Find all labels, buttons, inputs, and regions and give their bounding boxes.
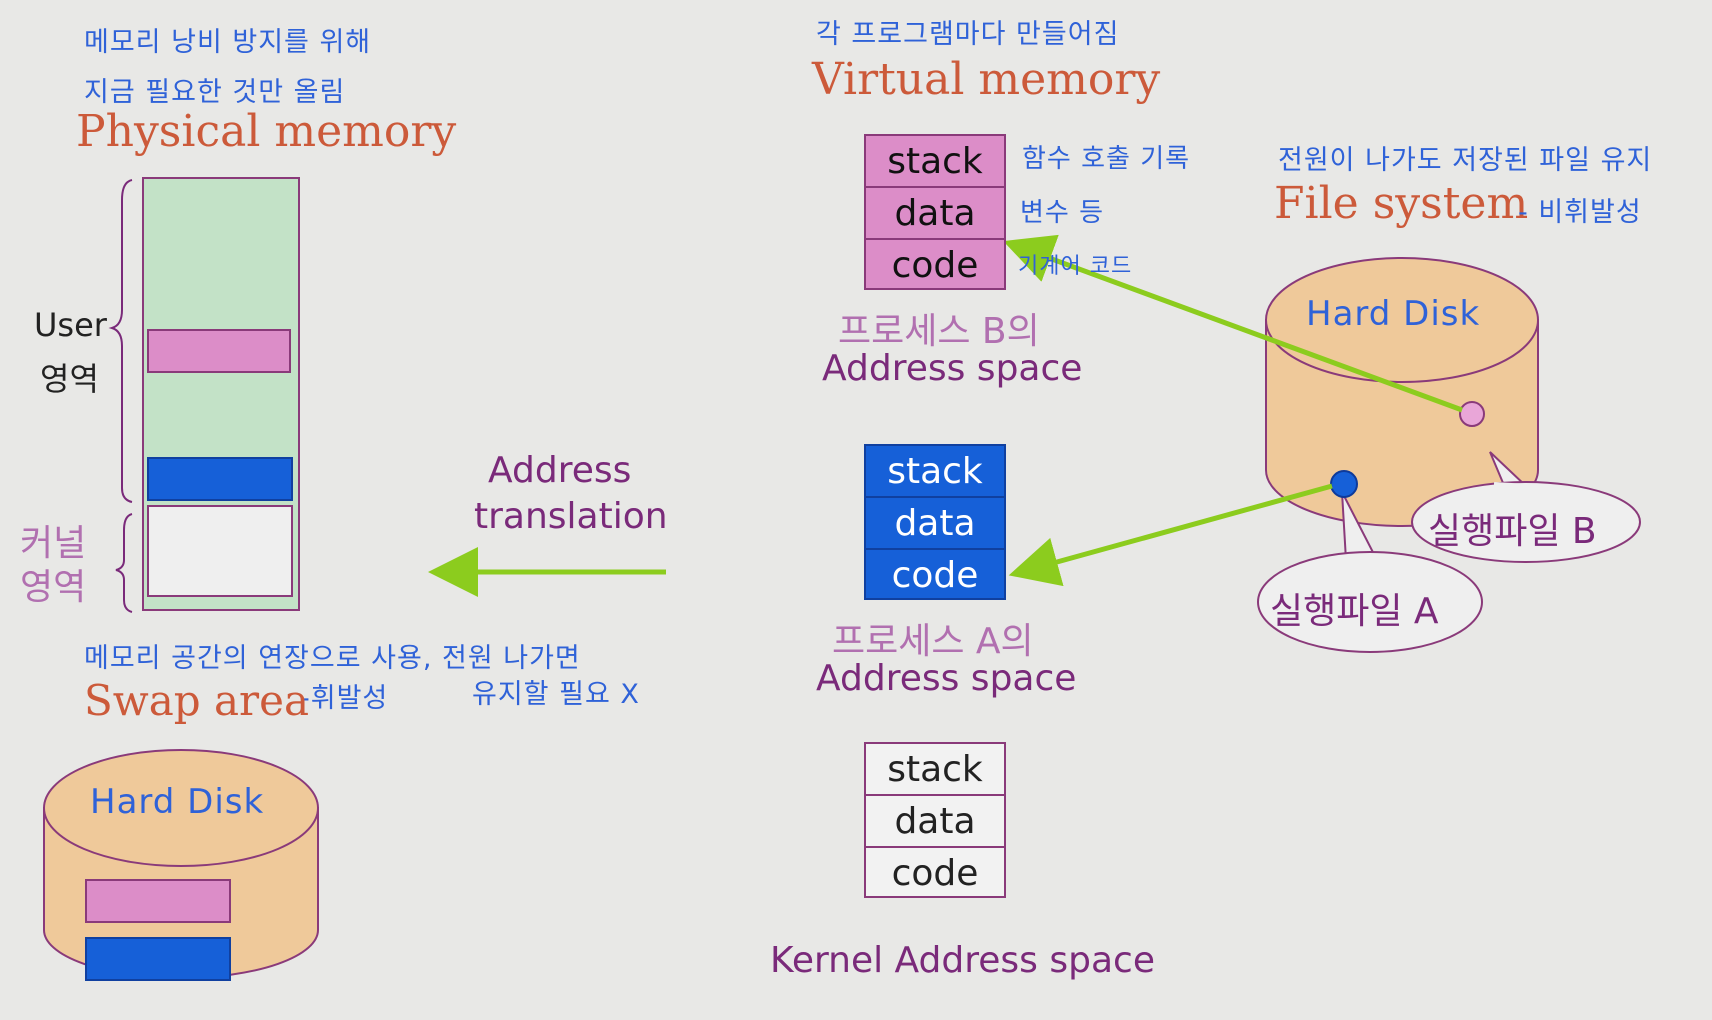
process-a-code: code	[891, 555, 979, 596]
kernel-address-space: stack data code	[864, 742, 1006, 898]
user-area-label-line1: User	[34, 306, 107, 344]
physical-memory-title: Physical memory	[76, 106, 457, 157]
kernel-data: data	[866, 796, 1004, 848]
exec-b-dot	[1459, 401, 1485, 427]
process-a-stack: stack	[866, 446, 1004, 498]
physical-note-line1: 메모리 낭비 방지를 위해	[84, 27, 372, 58]
kernel-code: code	[891, 853, 979, 894]
process-b-label-line2: Address space	[822, 348, 1083, 389]
arrow-exec-a-to-process-a	[1008, 483, 1333, 587]
process-b-code-note: 기계어 코드	[1018, 254, 1133, 279]
kernel-brace	[115, 513, 133, 613]
process-a-address-space: stack data code	[864, 444, 1006, 600]
physical-pink-block	[147, 329, 291, 373]
kernel-address-space-label: Kernel Address space	[770, 940, 1155, 981]
virtual-note: 각 프로그램마다 만들어짐	[816, 19, 1120, 50]
kernel-stack: stack	[866, 744, 1004, 796]
kernel-block	[147, 505, 293, 597]
filesystem-disk-label: Hard Disk	[1306, 294, 1481, 334]
exec-b-callout	[1411, 451, 1641, 563]
swap-pink-block	[85, 879, 231, 923]
user-brace	[108, 179, 133, 503]
process-b-data-note: 변수 등	[1020, 198, 1105, 228]
virtual-memory-title: Virtual memory	[812, 54, 1161, 105]
filesystem-title-suffix: - 비휘발성	[1518, 197, 1642, 228]
exec-a-label: 실행파일 A	[1270, 591, 1439, 632]
user-area-label-line2: 영역	[40, 360, 99, 398]
swap-note-line2b: 유지할 필요 X	[472, 679, 640, 710]
filesystem-note: 전원이 나가도 저장된 파일 유지	[1278, 145, 1653, 176]
address-translation-line2: translation	[474, 496, 668, 537]
process-a-label-line2: Address space	[816, 658, 1077, 699]
swap-blue-block	[85, 937, 231, 981]
swap-note-line2a: -휘발성	[300, 683, 389, 714]
process-b-data: data	[866, 188, 1004, 240]
swap-disk-label: Hard Disk	[90, 782, 265, 822]
exec-b-label: 실행파일 B	[1428, 511, 1597, 552]
swap-note-line1: 메모리 공간의 연장으로 사용, 전원 나가면	[84, 643, 581, 674]
filesystem-title: File system	[1274, 178, 1529, 229]
kernel-area-label-line1: 커널	[20, 523, 87, 564]
address-translation-line1: Address	[488, 450, 632, 491]
process-b-stack-note: 함수 호출 기록	[1022, 144, 1191, 174]
arrow-exec-b-to-process-b	[1003, 234, 1463, 413]
process-b-code: code	[891, 245, 979, 286]
process-a-data: data	[866, 498, 1004, 550]
process-b-label-line1: 프로세스 B의	[838, 311, 1040, 352]
kernel-area-label-line2: 영역	[20, 567, 87, 608]
process-a-label-line1: 프로세스 A의	[832, 621, 1034, 662]
exec-a-callout	[1257, 491, 1483, 653]
swap-area-title: Swap area	[84, 676, 310, 725]
process-b-address-space: stack data code	[864, 134, 1006, 290]
process-b-stack: stack	[866, 136, 1004, 188]
exec-a-dot	[1330, 470, 1358, 498]
physical-note-line2: 지금 필요한 것만 올림	[84, 77, 346, 108]
physical-blue-block	[147, 457, 293, 501]
